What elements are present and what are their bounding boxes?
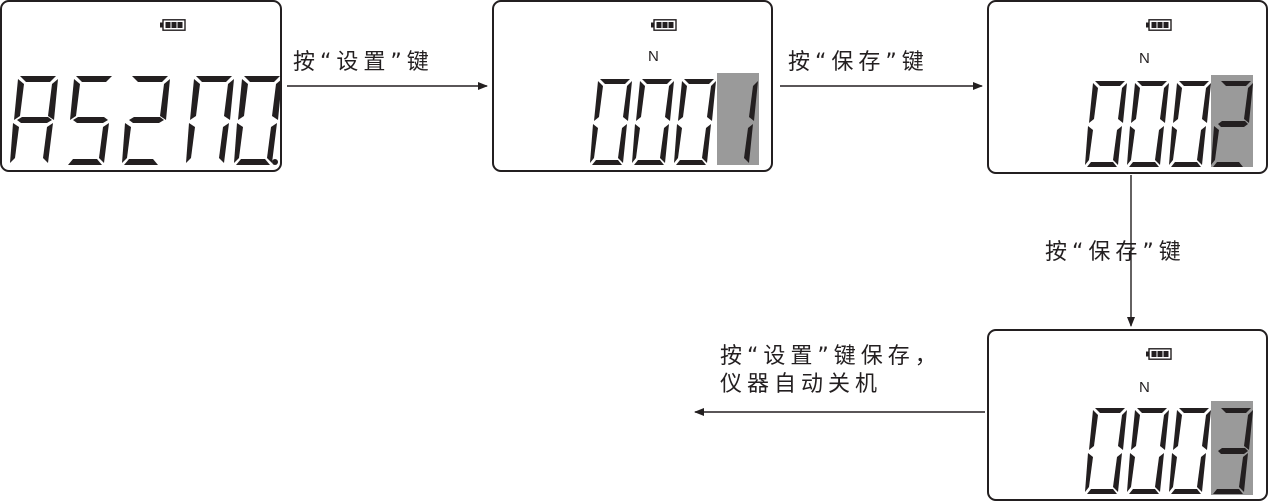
edge-label-p1-p2: 按“设置”键: [293, 50, 434, 75]
lcd-panel-as2-no: [0, 0, 282, 172]
edge-label-p3-p4: 按“保存”键: [1045, 240, 1186, 265]
n-label: N: [1139, 50, 1150, 67]
battery-full-icon: [1146, 19, 1172, 31]
lcd-text-as2-no: [10, 76, 280, 165]
n-label: N: [1139, 379, 1150, 396]
battery-full-icon: [160, 19, 186, 31]
n-label: N: [648, 48, 659, 65]
lcd-number-0001: [590, 79, 758, 165]
edge-label-end-line2: 仪器自动关机: [720, 372, 883, 397]
edge-label-end-line1: 按“设置”键保存，: [720, 344, 942, 369]
lcd-panel-0003: N: [987, 329, 1268, 501]
battery-full-icon: [651, 19, 677, 31]
lcd-panel-0001: N: [492, 0, 773, 172]
lcd-number-0003: [1085, 408, 1253, 494]
edge-label-p2-p3: 按“保存”键: [788, 50, 929, 75]
lcd-number-0002: [1085, 81, 1253, 167]
battery-full-icon: [1146, 348, 1172, 360]
lcd-panel-0002: N: [987, 0, 1268, 174]
